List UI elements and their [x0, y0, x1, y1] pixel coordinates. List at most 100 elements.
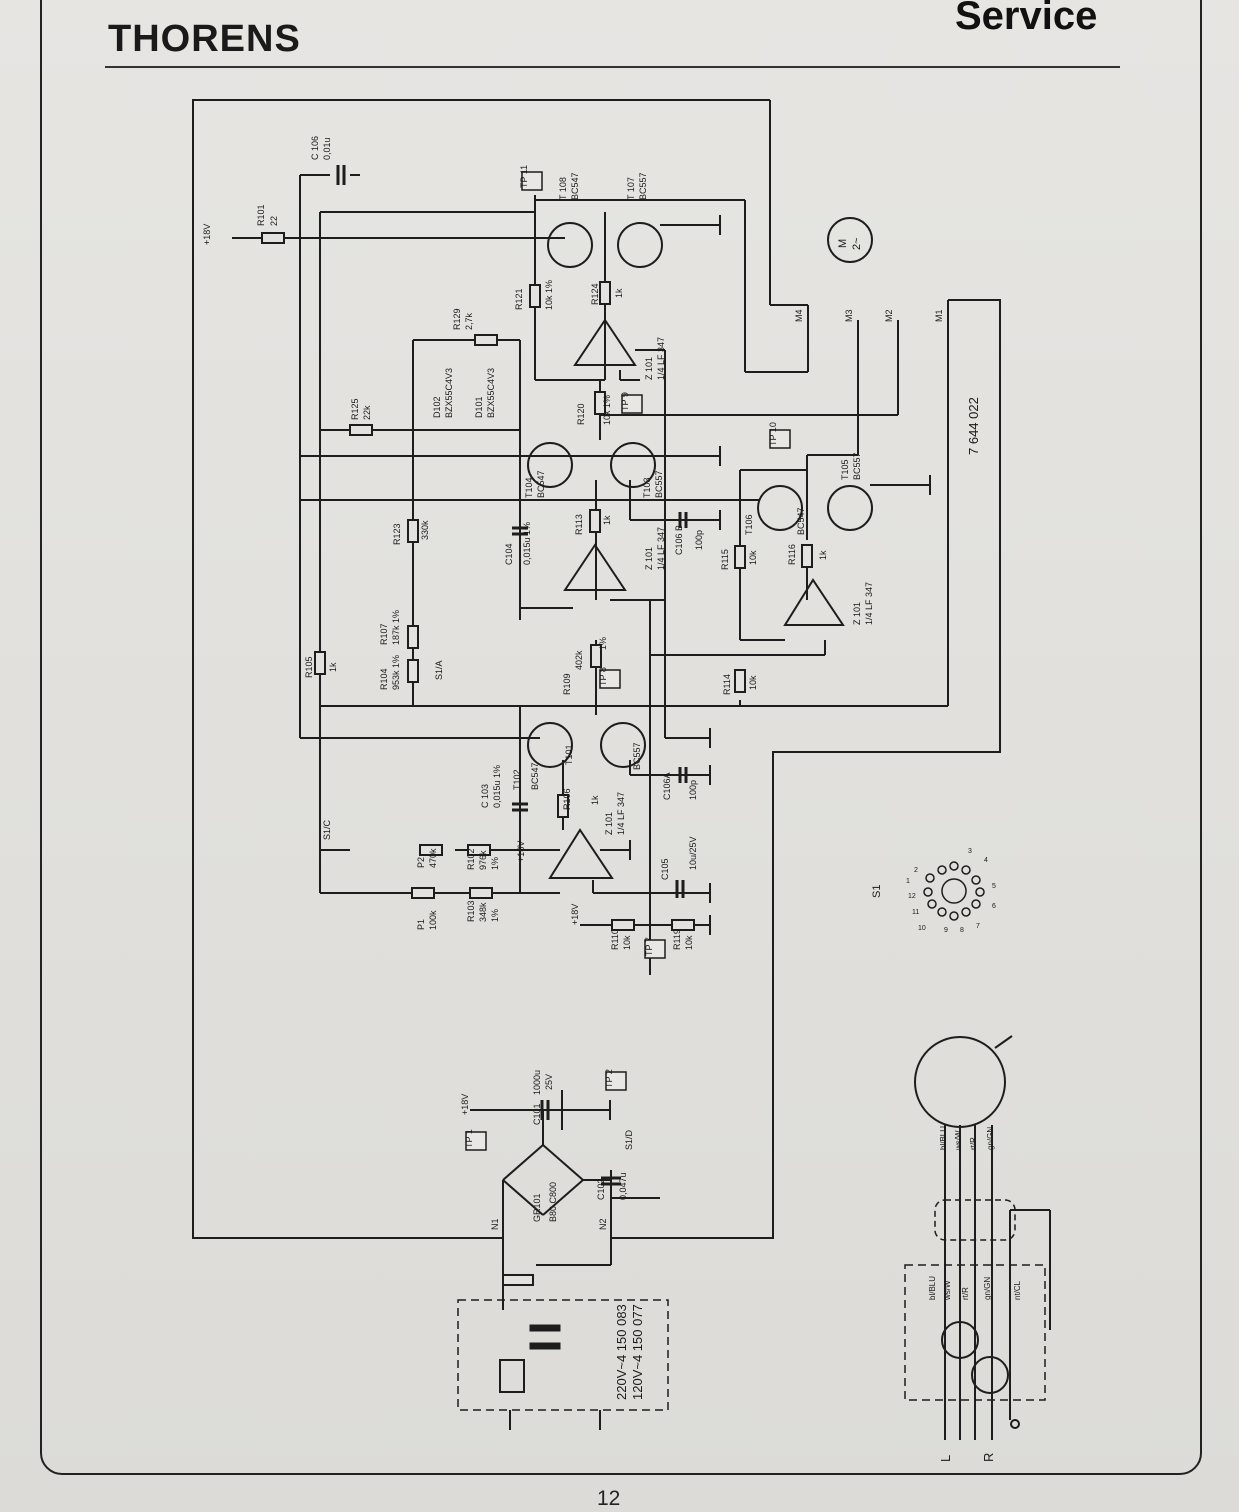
r106-body: [557, 794, 569, 818]
z101d-name: Z 101: [604, 812, 614, 835]
t107-type: BC557: [638, 172, 648, 200]
p1-name: P1: [416, 919, 426, 930]
r116-name: R116: [787, 544, 797, 565]
tp9-label: TP 9: [620, 392, 630, 411]
t104-symbol: [527, 442, 573, 488]
box-wire-gn-gn: gn/GN: [983, 1277, 992, 1300]
r115-body: [734, 545, 746, 569]
d101-type: BZX55C4V3: [486, 368, 496, 418]
r105-name: R105: [304, 656, 314, 678]
r104-body: [407, 659, 419, 683]
s1-pin-7: 7: [976, 923, 980, 930]
r105-body: [314, 651, 326, 675]
gr101-name: GR101: [532, 1193, 542, 1222]
r120-name: R120: [576, 403, 586, 425]
r123-body: [407, 519, 419, 543]
r110-name: R110: [610, 929, 620, 950]
wire-ws-w: ws/W: [954, 1130, 963, 1151]
r103-value: 348k: [478, 902, 488, 922]
r116-value: 1k: [818, 550, 828, 560]
t106-type: BC547: [796, 507, 806, 535]
c106b-value: 100p: [694, 530, 704, 550]
r107-value: 187k 1%: [391, 610, 401, 645]
header-rule: [105, 66, 1120, 68]
c104-value: 0,015u 1%: [522, 522, 532, 565]
wire-bl-blu: bl/BLU: [939, 1126, 948, 1150]
s1-pin-5: 5: [992, 883, 996, 890]
z101c-type: 1/4 LF 347: [864, 582, 874, 625]
tp10-label: TP 10: [768, 422, 778, 446]
t108-symbol: [547, 222, 593, 268]
t102-name: T102: [512, 769, 522, 790]
r109-body: [590, 644, 602, 668]
t101-type: BC557: [632, 742, 642, 770]
r121-body: [529, 284, 541, 308]
r125-name: R125: [350, 398, 360, 420]
r120-body: [594, 391, 606, 415]
fuse-body: [502, 1274, 534, 1286]
d102-name: D102: [432, 396, 442, 418]
r106-name: R106: [562, 788, 572, 810]
box-wire-nt-cl: nt/CL: [1013, 1280, 1022, 1300]
box-wire-ws-w: ws/W: [943, 1280, 952, 1301]
r119-body: [671, 919, 695, 931]
r101-body: [261, 232, 285, 244]
c102-value: 0,047u: [618, 1172, 628, 1200]
tp2-label: TP 2: [604, 1069, 614, 1088]
wire-rt-r: rt/R: [969, 1137, 978, 1150]
r116-body: [801, 544, 813, 568]
t108-name: T 108: [558, 177, 568, 200]
opamp-2: [563, 543, 627, 591]
s1-pin-3: 3: [968, 848, 972, 855]
r115-name: R115: [720, 549, 730, 570]
r123-name: R123: [392, 523, 402, 545]
r103-name: R103: [466, 900, 476, 922]
c106b-name: C106 B: [674, 525, 684, 555]
transformer-220v: 220V~4 150 083: [614, 1304, 629, 1400]
t105-name: T105: [840, 459, 850, 480]
page-number: 12: [597, 1487, 621, 1510]
supply-label-top: +18V: [202, 224, 212, 245]
c104-name: C104: [504, 543, 514, 565]
t105-symbol: [827, 485, 873, 531]
c105-value: 10u/25V: [688, 836, 698, 870]
n1-label: N1: [490, 1218, 500, 1230]
r124-value: 1k: [614, 288, 624, 298]
c101-value: 1000u: [532, 1070, 542, 1095]
r115-value: 10k: [748, 550, 758, 565]
r102-tol: 1%: [490, 857, 500, 870]
t106-name: T106: [744, 514, 754, 535]
c102-name: C102: [596, 1178, 606, 1200]
motor-label: M: [837, 239, 849, 248]
r114-name: R114: [722, 674, 732, 695]
c106a-value: 100p: [688, 780, 698, 800]
r121-value: 10k 1%: [544, 280, 554, 310]
wire-gn-gn: gn/GN: [986, 1127, 995, 1150]
s1c-label: S1/C: [322, 819, 332, 840]
output-right-label: R: [981, 1453, 996, 1462]
t103-symbol: [610, 442, 656, 488]
s1-pin-11: 11: [912, 909, 919, 916]
r109-tol: 1%: [598, 637, 608, 650]
cartridge-symbol: [914, 1036, 1006, 1128]
z101d-type: 1/4 LF 347: [616, 792, 626, 835]
tp11-label: TP 11: [519, 165, 529, 188]
r110-value: 10k: [622, 935, 632, 950]
t103-name: T103: [642, 477, 652, 498]
s1-pin-8: 8: [960, 927, 964, 934]
s1a-label: S1/A: [434, 660, 444, 680]
output-left-label: L: [938, 1455, 953, 1462]
section-title: Service: [955, 0, 1098, 38]
n2-label: N2: [598, 1218, 608, 1230]
tp1-label: TP 1: [464, 1129, 474, 1148]
r106-value: 1k: [590, 795, 600, 805]
z101b-type: 1/4 LF 347: [656, 527, 666, 570]
c105-name: C105: [660, 858, 670, 880]
t106-symbol: [757, 485, 803, 531]
r113-value: 1k: [602, 515, 612, 525]
t108-type: BC547: [570, 172, 580, 200]
c106-value: 0,01u: [322, 137, 332, 160]
r104-value: 953k 1%: [391, 655, 401, 690]
p2-name: P2: [416, 857, 426, 868]
